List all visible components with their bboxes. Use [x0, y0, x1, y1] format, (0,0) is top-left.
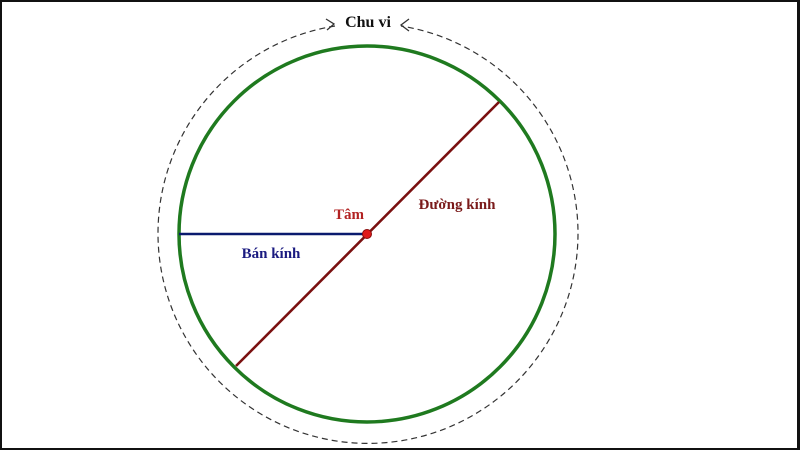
radius-label: Bán kính — [242, 246, 301, 262]
perimeter-dashed-arc — [157, 25, 579, 444]
center-point — [362, 229, 372, 239]
perimeter-arrow-left-icon — [325, 18, 336, 31]
center-label: Tâm — [334, 207, 365, 223]
perimeter-label: Chu vi — [345, 14, 391, 31]
perimeter-arrow-right-icon — [399, 18, 410, 32]
diameter-label: Đường kính — [419, 197, 497, 213]
